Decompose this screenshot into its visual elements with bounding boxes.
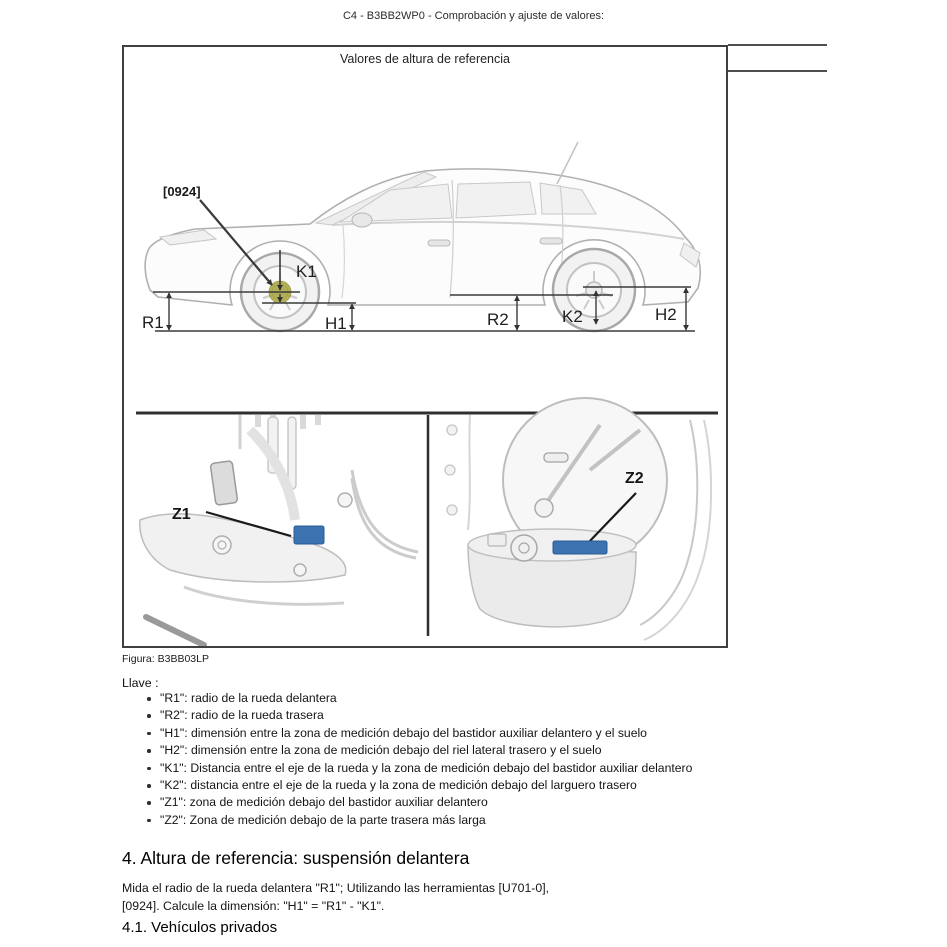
label-z2: Z2 [625,470,644,487]
key-item: "K2": distancia entre el eje de la rueda… [122,777,822,794]
label-tool-ref: [0924] [163,184,201,199]
key-item-text: "R1": radio de la rueda delantera [160,691,337,705]
bullet-dot [147,766,151,771]
key-item: "K1": Distancia entre el eje de la rueda… [122,760,822,777]
figure-frame: Valores de altura de referencia [122,45,728,648]
bullet-dot [147,697,151,701]
rear-underbody-sketch [444,397,713,641]
bullet-dot [147,749,151,753]
key-item: "H2": dimensión entre la zona de medició… [122,742,822,759]
figure-caption: Figura: B3BB03LP [122,653,209,665]
label-r1: R1 [142,313,164,332]
mirror [351,212,373,228]
section-heading-4: 4. Altura de referencia: suspensión dela… [122,848,470,868]
section-4-paragraph: Mida el radio de la rueda delantera "R1"… [122,880,549,916]
key-item-text: "H2": dimensión entre la zona de medició… [160,743,602,758]
key-item: "R1": radio de la rueda delantera [122,690,822,707]
headlight [158,229,218,246]
key-heading: Llave : [122,676,159,690]
key-item: "Z2": Zona de medición debajo de la part… [122,812,822,829]
section-heading-4-1: 4.1. Vehículos privados [122,919,278,936]
key-item-text: "H1": dimensión entre la zona de medició… [160,725,647,740]
key-item-text: "Z2": Zona de medición debajo de la part… [160,812,486,827]
key-item: "R2": radio de la rueda trasera [122,707,822,724]
label-r2: R2 [487,310,509,329]
key-item: "Z1": zona de medición debajo del bastid… [122,794,822,811]
label-k1: K1 [296,262,317,281]
tool-ref-pointer [199,199,273,286]
rear-wheel [551,247,637,333]
z1-highlight-zone [293,525,325,545]
key-item-text: "K1": Distancia entre el eje de la rueda… [160,760,693,775]
dimension-lines [153,199,695,332]
front-underbody-sketch [139,415,419,646]
taillight [679,242,701,268]
page-header: C4 - B3BB2WP0 - Comprobación y ajuste de… [342,10,605,22]
key-item-text: "K2": distancia entre el eje de la rueda… [160,778,637,793]
bullet-dot [147,801,151,805]
table-line-right [713,70,827,72]
bullet-dot [147,784,151,788]
bullet-dot [147,731,151,736]
label-k2: K2 [562,307,583,326]
bullet-dot [147,818,151,823]
key-list: "R1": radio de la rueda delantera "R2": … [122,690,822,829]
key-item: "H1": dimensión entre la zona de medició… [122,725,822,742]
figure-title: Valores de altura de referencia [339,52,510,66]
z2-highlight-zone [552,540,608,555]
bullet-dot [147,714,151,718]
key-item-text: "Z1": zona de medición debajo del bastid… [160,795,488,810]
key-item-text: "R2": radio de la rueda trasera [160,708,324,723]
car-body-sketch [144,141,701,333]
paragraph-line: [0924]. Calcule la dimensión: "H1" = "R1… [122,898,385,913]
z2-pointer [587,492,637,544]
label-h1: H1 [325,314,347,333]
z1-pointer [205,510,292,538]
antenna [556,141,579,185]
label-h2: H2 [655,305,677,324]
label-z1: Z1 [172,506,191,523]
car-diagram: [0924] K1 R1 H1 R2 K2 H2 [136,141,718,646]
paragraph-line: Mida el radio de la rueda delantera "R1"… [122,881,550,895]
table-line-top-right [728,44,827,46]
